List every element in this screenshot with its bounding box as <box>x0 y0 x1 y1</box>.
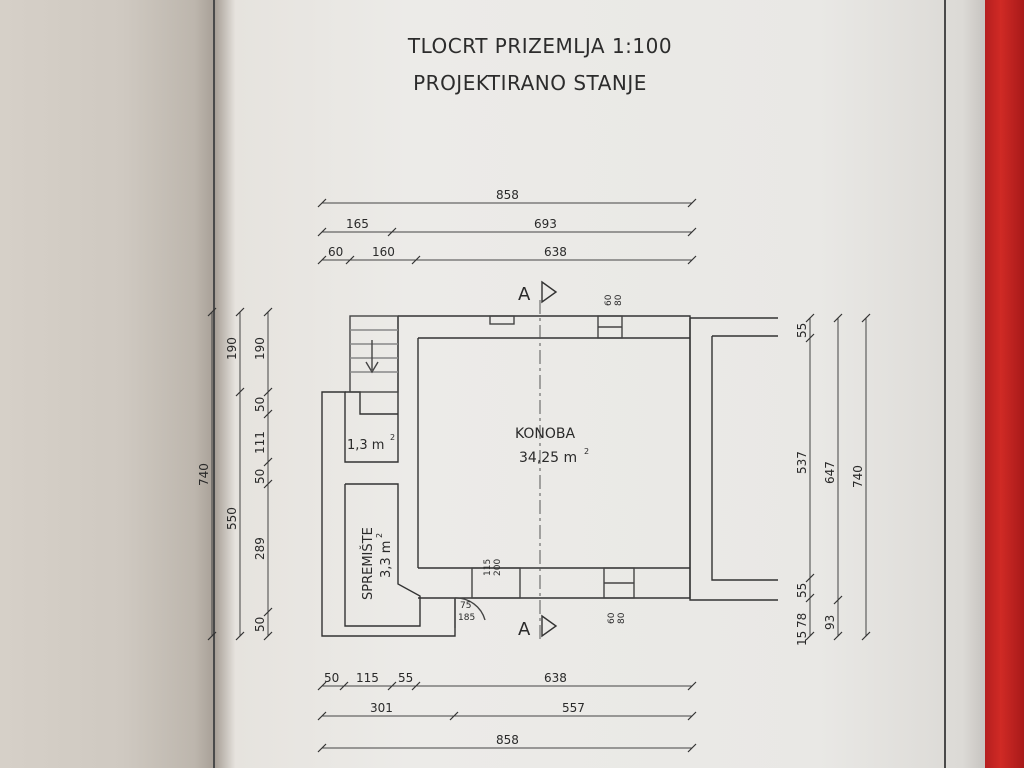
annex-wall <box>321 316 456 637</box>
dim-bottom: 55 <box>398 671 413 685</box>
room-name-spremiste: SPREMIŠTE <box>360 527 376 600</box>
room-area-stair: 1,3 m <box>347 438 384 453</box>
opening-label: 60 <box>604 294 614 306</box>
dim-bottom: 638 <box>544 671 567 685</box>
dim-left: 50 <box>253 397 267 412</box>
dim-right: 78 <box>795 613 809 628</box>
opening-label: 80 <box>617 612 627 624</box>
room-area-spremiste: 3,3 m <box>379 541 394 578</box>
dim-left: 190 <box>253 337 267 360</box>
dim-bottom: 557 <box>562 701 585 715</box>
opening-label: 200 <box>493 559 503 576</box>
dim-top: 693 <box>534 217 557 231</box>
dim-left: 190 <box>225 337 239 360</box>
opening-label: 185 <box>458 613 475 623</box>
dim-right: 15 <box>795 631 809 646</box>
dim-right: 647 <box>823 461 837 484</box>
stair <box>349 315 399 393</box>
room-name-konoba: KONOBA <box>515 426 576 442</box>
dim-top: 160 <box>372 245 395 259</box>
room-area-konoba: 34,25 m <box>519 450 577 466</box>
drawing-frame-right <box>944 0 946 768</box>
dim-bottom: 301 <box>370 701 393 715</box>
area-superscript: 2 <box>584 447 589 456</box>
opening-label: 80 <box>614 294 624 306</box>
dim-left: 740 <box>197 463 211 486</box>
dim-right: 55 <box>795 583 809 598</box>
red-background-strip <box>985 0 1024 768</box>
dim-right: 93 <box>823 615 837 630</box>
opening-label: 60 <box>607 612 617 624</box>
plan-title: TLOCRT PRIZEMLJA 1:100 <box>407 34 673 58</box>
drawing-frame-left <box>213 0 215 768</box>
dim-right: 740 <box>851 465 865 488</box>
section-label-bottom: A <box>518 619 531 640</box>
area-superscript: 2 <box>375 533 384 538</box>
dim-left: 111 <box>253 431 267 454</box>
dim-top: 638 <box>544 245 567 259</box>
dim-left: 50 <box>253 617 267 632</box>
opening-label: 75 <box>460 601 471 611</box>
dim-right: 537 <box>795 451 809 474</box>
dim-top: 165 <box>346 217 369 231</box>
dim-left: 50 <box>253 469 267 484</box>
dim-left: 550 <box>225 507 239 530</box>
plan-subtitle: PROJEKTIRANO STANJE <box>413 71 647 95</box>
area-superscript: 2 <box>390 433 395 442</box>
dim-bottom-total: 858 <box>496 733 519 747</box>
dim-bottom: 115 <box>356 671 379 685</box>
dim-top: 60 <box>328 245 343 259</box>
dim-right: 55 <box>795 323 809 338</box>
opening-label: 115 <box>483 559 493 576</box>
dim-bottom: 50 <box>324 671 339 685</box>
section-label-top: A <box>518 284 531 305</box>
dim-left: 289 <box>253 537 267 560</box>
dim-top-total: 858 <box>496 188 519 202</box>
